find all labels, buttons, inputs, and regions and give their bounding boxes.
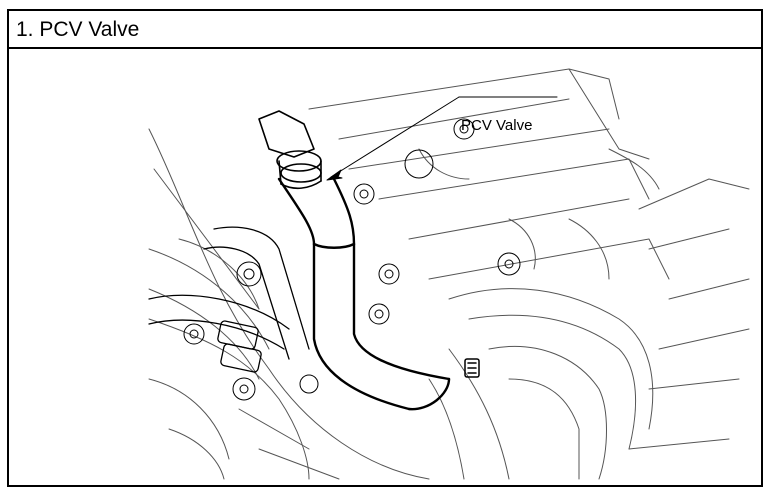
engine-background xyxy=(148,68,750,480)
pcv-valve-cap xyxy=(258,110,322,190)
side-hose xyxy=(148,226,310,373)
diagram-frame: 1. PCV Valve xyxy=(7,9,763,487)
callout-leader xyxy=(326,96,558,181)
pcv-hose xyxy=(277,177,451,411)
page-title: 1. PCV Valve xyxy=(9,11,761,49)
hose-clip xyxy=(464,358,480,378)
pcv-valve-callout-label: PCV Valve xyxy=(461,117,533,134)
engine-line-drawing xyxy=(148,68,750,480)
engine-figure: PCV Valve xyxy=(9,49,761,485)
bolts xyxy=(183,118,521,401)
